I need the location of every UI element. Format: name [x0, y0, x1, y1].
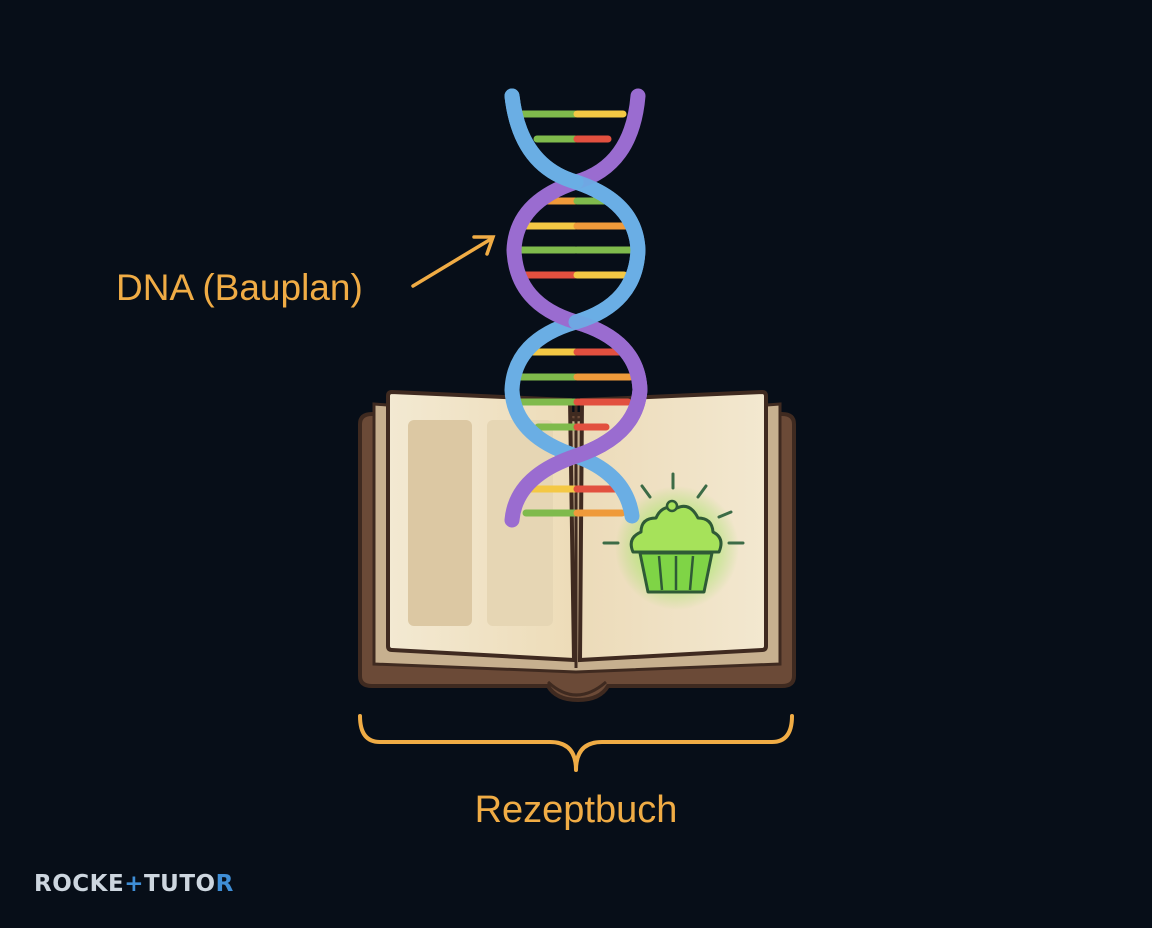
- book-label: Rezeptbuch: [475, 789, 678, 831]
- dna-strand-blue-front-2: [568, 174, 646, 330]
- curly-brace-icon: [358, 714, 794, 772]
- dna-strands: [504, 88, 648, 528]
- book-spine-knob: [546, 680, 607, 697]
- dna-strand-blue-front: [504, 88, 584, 190]
- logo-text-part2: TUTO: [143, 871, 216, 897]
- dna-helix-icon: [504, 88, 648, 528]
- dna-strand-purple-front: [568, 314, 648, 464]
- book-text-block-2: [487, 420, 553, 626]
- logo-text-part3: R: [215, 871, 234, 897]
- book-text-block-1: [408, 420, 472, 626]
- logo-plus: +: [124, 871, 144, 897]
- brand-logo: ROCKE + TUTO R: [34, 868, 234, 900]
- arrow-icon: [411, 235, 496, 288]
- cupcake-icon: [602, 472, 745, 610]
- logo-text-part1: ROCKE: [34, 871, 125, 897]
- dna-label: DNA (Bauplan): [116, 267, 363, 308]
- dna-base-pairs: [514, 110, 634, 517]
